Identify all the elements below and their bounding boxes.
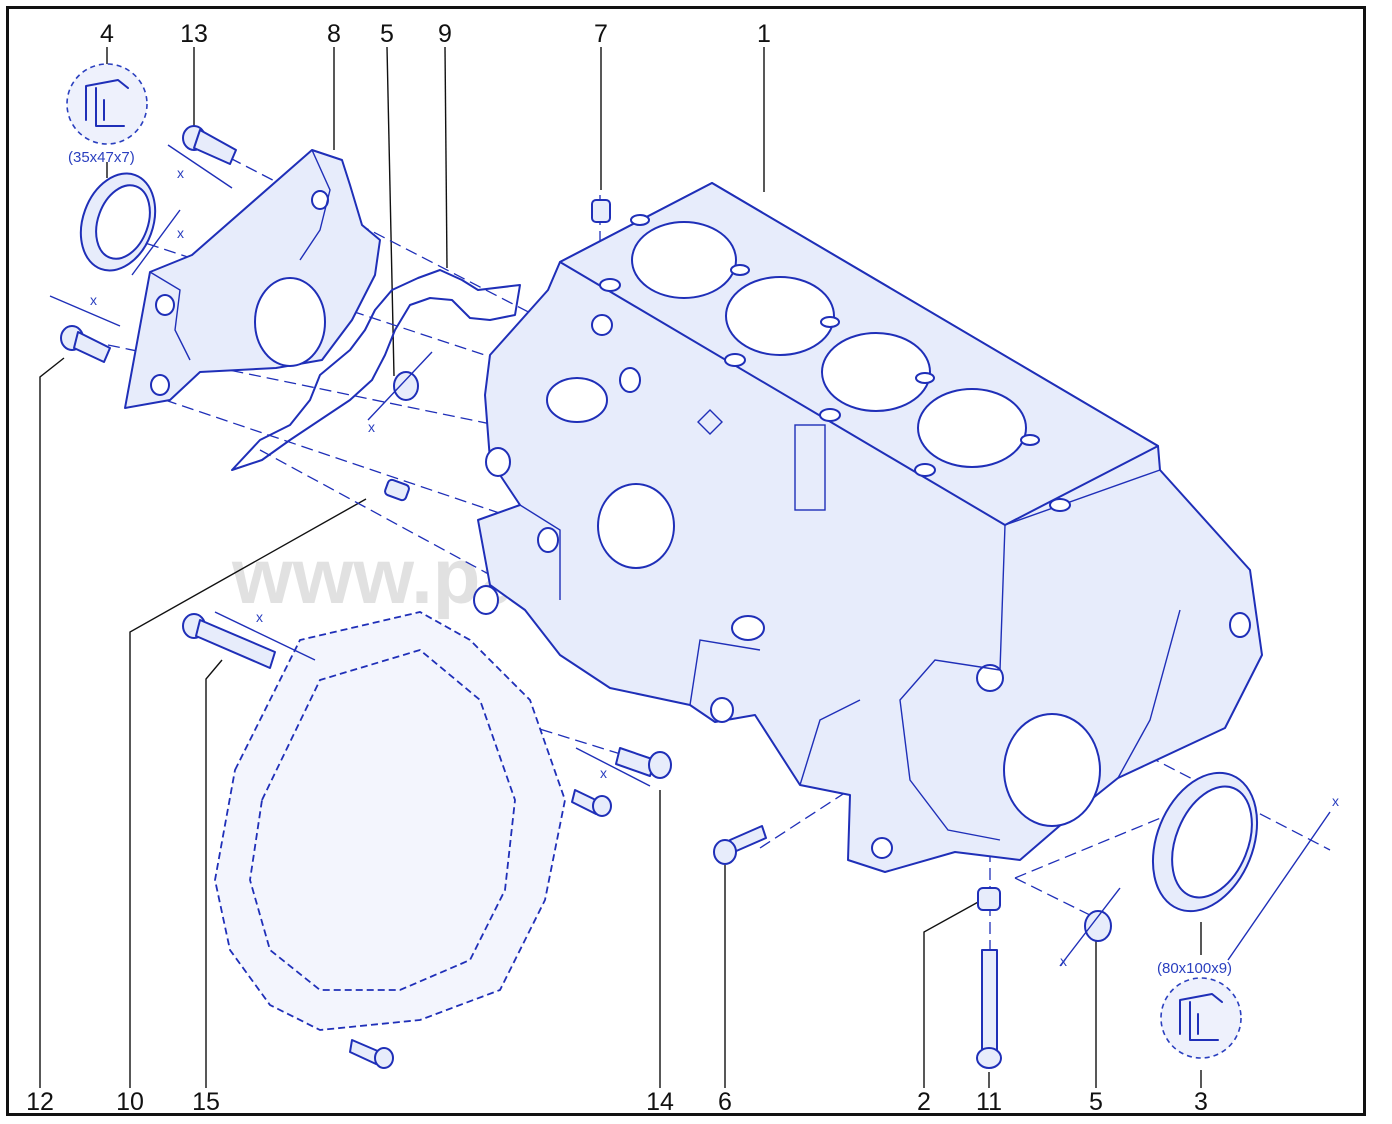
callout-3: 3 [1194, 1088, 1208, 1116]
lip-seal-icon [85, 79, 129, 127]
cylinder-bore [821, 332, 931, 412]
deck-passages [599, 214, 1071, 512]
crank-bore [546, 377, 608, 423]
flywheel-housing [214, 611, 566, 1031]
plug-5-lower [1084, 910, 1112, 942]
bolt-12 [60, 325, 111, 363]
bolt-housing-b [349, 1039, 394, 1069]
rear-seal-badge [1160, 977, 1242, 1059]
callout-5: 5 [380, 20, 394, 48]
dim-mark: x [177, 165, 184, 181]
bolt-14 [615, 747, 672, 779]
rear-main-bore [1003, 713, 1101, 827]
serial-plate [794, 424, 826, 511]
callout-13: 13 [180, 20, 208, 48]
bolt-11 [976, 949, 1002, 1069]
plug-5-upper [393, 371, 419, 401]
front-gasket [231, 269, 521, 471]
bolt-housing-a [571, 789, 612, 817]
cylinder-bore [725, 276, 835, 356]
rear-seal-spec: (80x100x9) [1157, 960, 1232, 977]
front-crank-seal [79, 172, 157, 272]
dowel-7 [591, 199, 611, 223]
rear-crank-seal [1151, 771, 1259, 913]
callout-9: 9 [438, 20, 452, 48]
leader-lines [39, 46, 1202, 1088]
callout-10: 10 [116, 1088, 144, 1116]
front-seal-spec: (35x47x7) [68, 149, 135, 166]
brand-logo [697, 409, 723, 435]
dowel-2 [977, 887, 1001, 911]
callout-7: 7 [594, 20, 608, 48]
dim-mark: x [600, 765, 607, 781]
diagram-frame [6, 6, 1366, 1116]
dim-mark: x [256, 609, 263, 625]
callout-8: 8 [327, 20, 341, 48]
callout-12: 12 [26, 1088, 54, 1116]
front-housing [124, 149, 381, 409]
callout-15: 15 [192, 1088, 220, 1116]
callout-5: 5 [1089, 1088, 1103, 1116]
callout-2: 2 [917, 1088, 931, 1116]
dowel-10 [384, 478, 410, 502]
cylinder-block [473, 182, 1263, 873]
dim-mark: x [177, 225, 184, 241]
bolt-6 [713, 825, 767, 865]
cylinder-bore [631, 221, 737, 299]
dimension-lines [49, 144, 1331, 967]
front-seal-badge [66, 63, 148, 145]
callout-1: 1 [757, 20, 771, 48]
callouts-bottom: 12 10 15 14 6 2 11 5 3 [26, 1088, 1208, 1116]
dim-mark: x [1060, 953, 1067, 969]
callout-14: 14 [646, 1088, 674, 1116]
dim-mark: x [1332, 793, 1339, 809]
bolt-15 [182, 613, 276, 669]
lip-seal-icon [1179, 993, 1223, 1041]
callout-11: 11 [976, 1088, 1002, 1116]
coolant-port [597, 483, 675, 569]
dim-mark: x [368, 419, 375, 435]
bolt-13 [182, 125, 237, 165]
callout-4: 4 [100, 20, 114, 48]
callouts-top: 4 13 8 5 9 7 1 [100, 20, 771, 48]
cylinder-bore [917, 388, 1027, 468]
dim-mark: x [90, 292, 97, 308]
callout-6: 6 [718, 1088, 732, 1116]
